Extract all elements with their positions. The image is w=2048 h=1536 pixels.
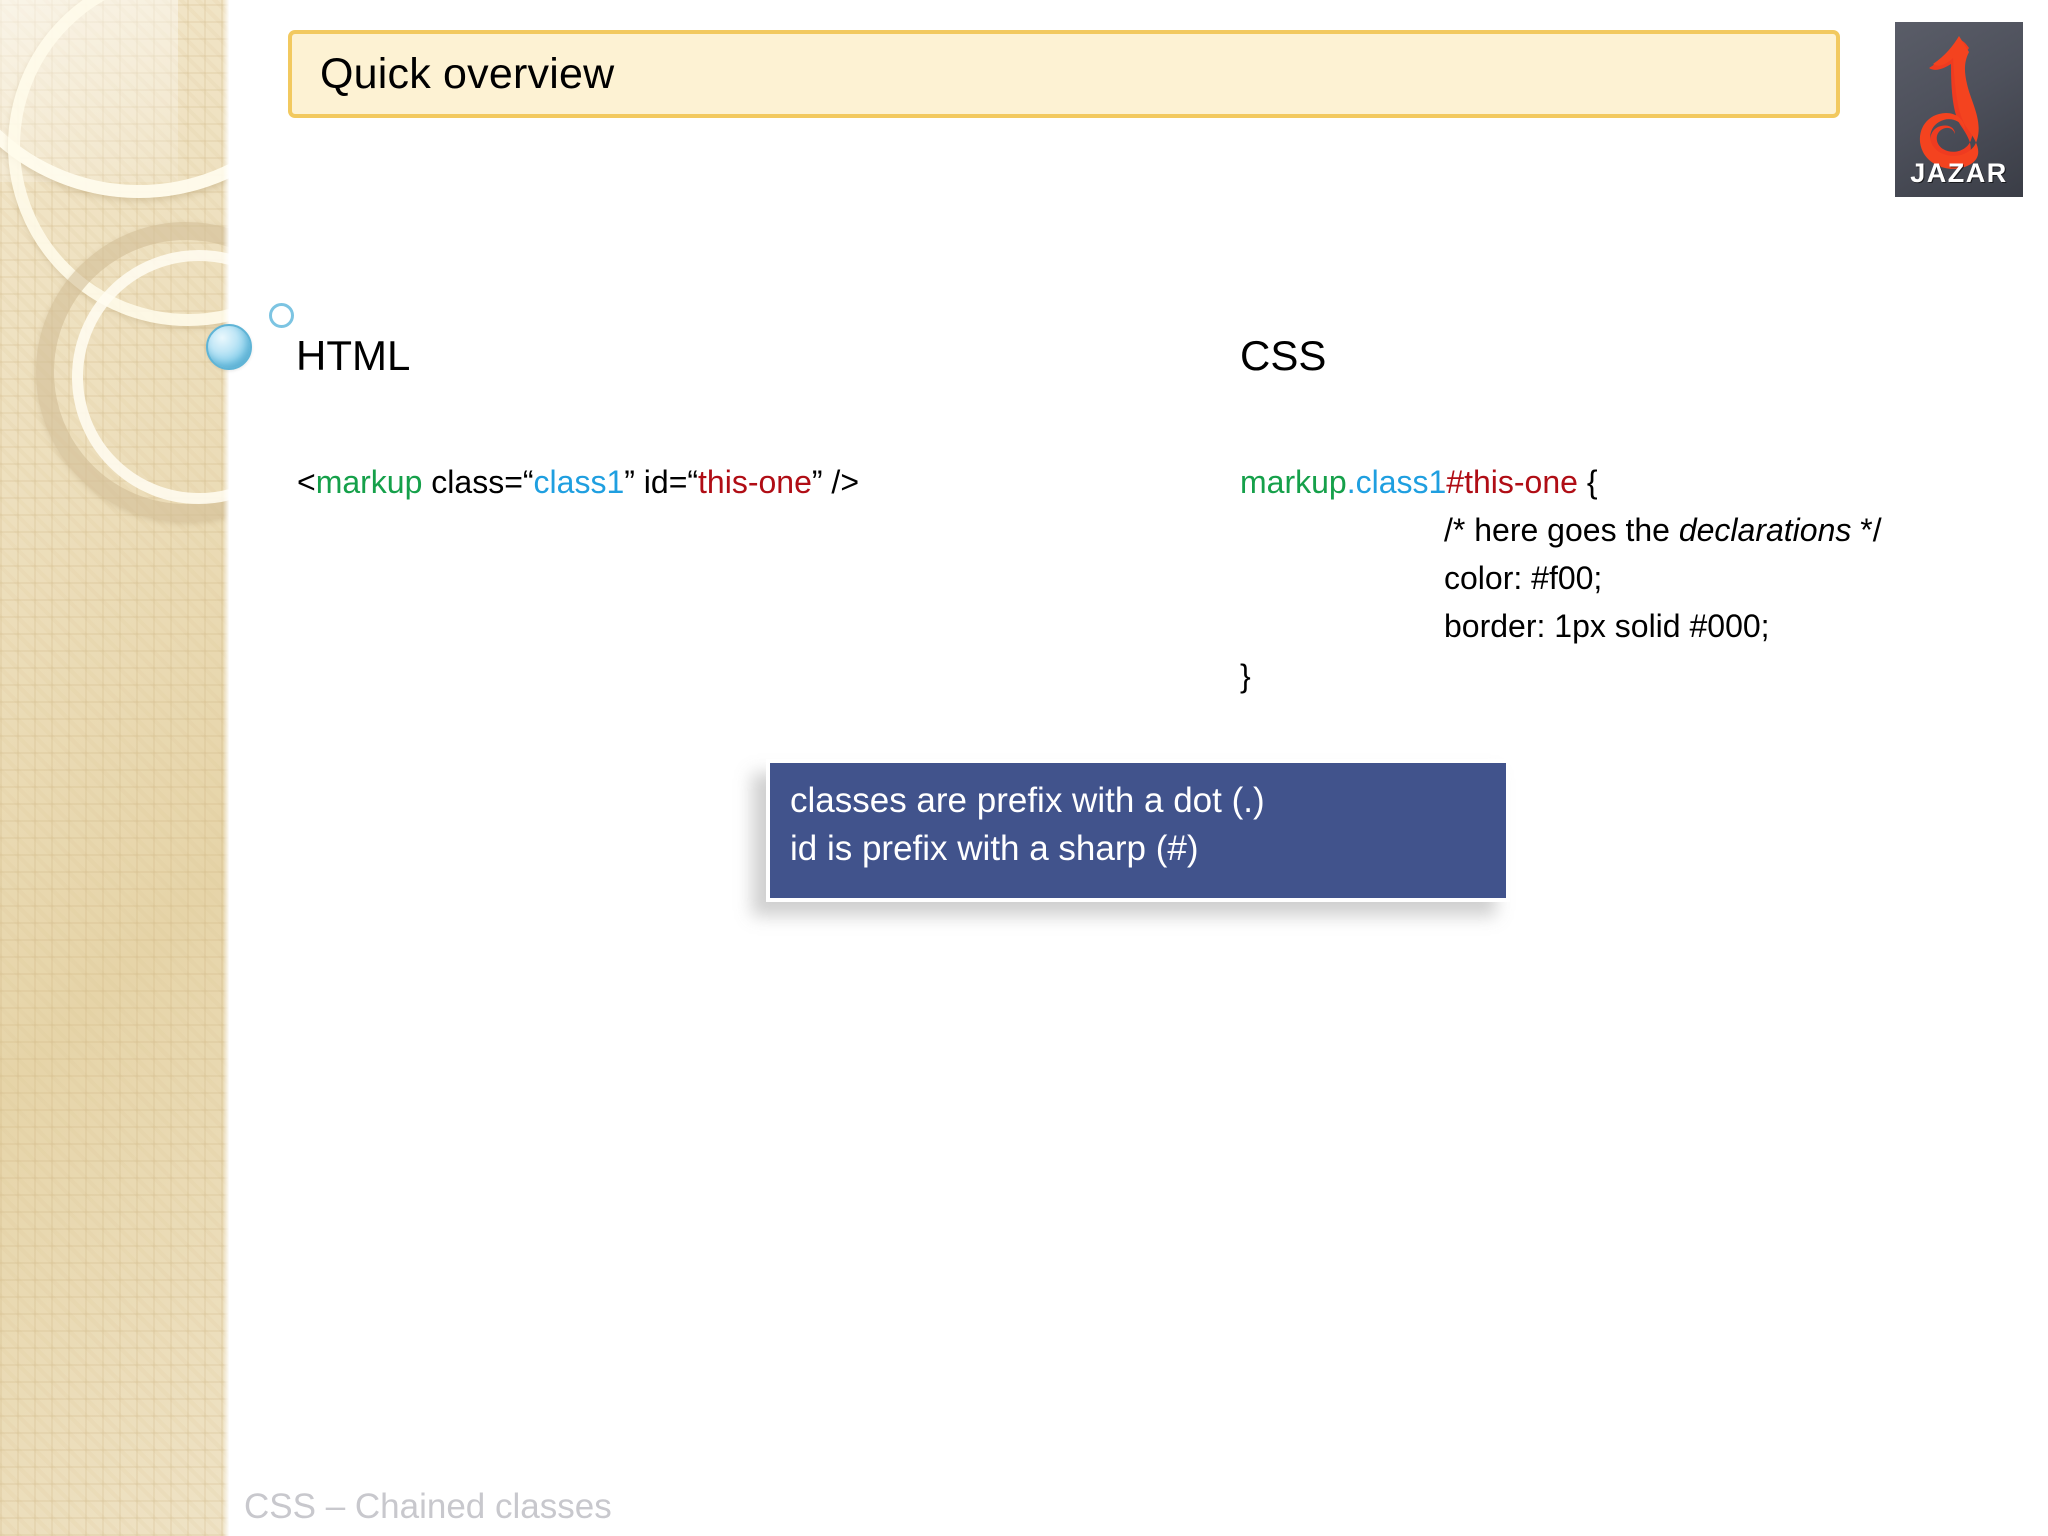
html-code-line: <markup class=“class1” id=“this-one” /> <box>297 466 859 498</box>
css-comment-after: */ <box>1851 512 1882 548</box>
sidebar-edge-fade <box>223 0 229 1536</box>
html-self-close: /> <box>822 464 859 500</box>
decorative-sidebar <box>0 0 229 1536</box>
logo-wordmark: JAZAR <box>1910 158 2008 188</box>
html-class-attr: class=“ <box>422 464 534 500</box>
html-id-value: this-one <box>698 464 812 500</box>
css-comment-before: /* here goes the <box>1444 512 1679 548</box>
css-selector-class: .class1 <box>1346 464 1447 500</box>
callout-box: classes are prefix with a dot (.) id is … <box>766 759 1510 902</box>
css-selector-element: markup <box>1240 464 1347 500</box>
html-class-value: class1 <box>533 464 625 500</box>
jazar-logo: JAZAR <box>1895 22 2023 197</box>
slide-title-box: Quick overview <box>288 30 1840 118</box>
bubble-large-icon <box>206 324 252 370</box>
css-selector-id: #this-one <box>1446 464 1578 500</box>
slide-footer: CSS – Chained classes <box>244 1487 612 1526</box>
css-column-heading: CSS <box>1240 332 1327 379</box>
jazar-glyph-icon <box>1919 36 1979 169</box>
bubble-small-icon <box>269 303 294 328</box>
callout-line-1: classes are prefix with a dot (.) <box>790 781 1265 820</box>
css-comment-emphasis: declarations <box>1678 512 1852 548</box>
css-comment-line: /* here goes the declarations */ <box>1444 514 1882 546</box>
css-declaration-border: border: 1px solid #000; <box>1444 608 1770 644</box>
html-column-heading: HTML <box>296 332 411 379</box>
css-selector-line: markup.class1#this-one { <box>1240 466 1598 498</box>
css-declaration-color: color: #f00; <box>1444 560 1603 596</box>
html-quote-close-1: ” <box>624 464 635 500</box>
html-id-attr: id=“ <box>634 464 699 500</box>
page-title: Quick overview <box>320 49 615 98</box>
html-tag-name: markup <box>315 464 423 500</box>
html-quote-close-2: ” <box>811 464 823 500</box>
css-brace-close: } <box>1240 658 1251 694</box>
css-brace-open: { <box>1577 464 1598 500</box>
html-open-bracket: < <box>297 464 316 500</box>
callout-line-2: id is prefix with a sharp (#) <box>790 828 1199 868</box>
